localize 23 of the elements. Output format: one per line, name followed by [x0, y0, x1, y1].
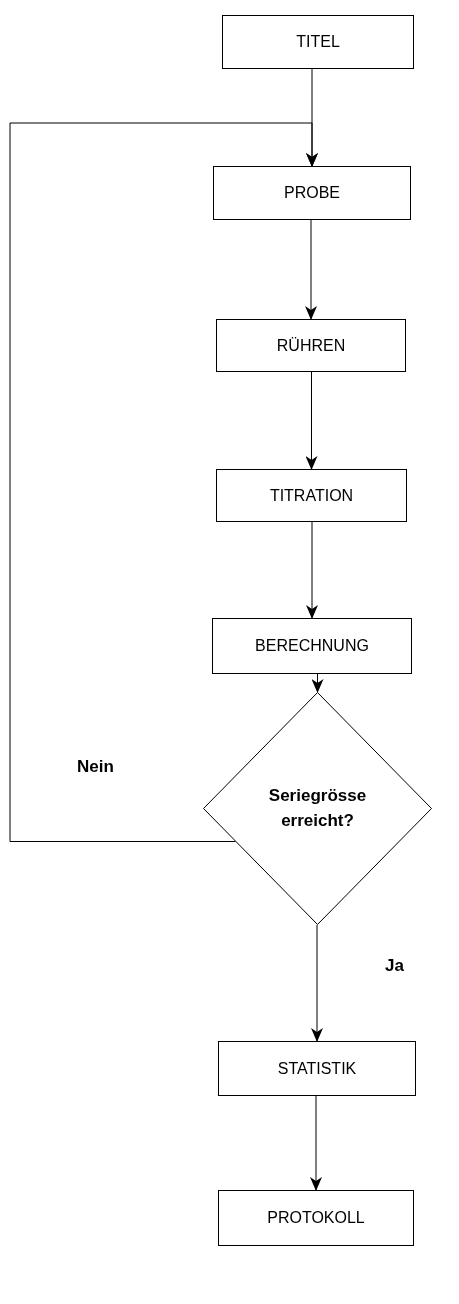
process-box	[212, 618, 412, 674]
node-label: BERECHNUNG	[255, 637, 369, 655]
node-label: STATISTIK	[277, 1059, 357, 1078]
arrow	[305, 371, 318, 470]
process-box	[213, 166, 411, 220]
arrow	[306, 521, 318, 619]
process-box	[222, 15, 414, 69]
node-label: TITRATION	[269, 486, 354, 505]
node-label: RÜHREN	[276, 336, 346, 355]
node-label: TITEL	[296, 33, 340, 51]
decision-diamond	[203, 692, 432, 925]
arrow	[311, 673, 324, 693]
arrow	[9, 122, 318, 842]
node-label: PROTOKOLL	[267, 1209, 365, 1227]
process-box	[218, 1041, 416, 1096]
arrow	[310, 1095, 322, 1191]
node-label: PROBE	[284, 184, 340, 202]
arrow	[305, 219, 317, 320]
process-box	[216, 319, 406, 372]
arrow	[311, 924, 323, 1042]
process-box	[218, 1190, 414, 1246]
process-box	[216, 469, 407, 522]
node-label: Seriegrösse erreicht?	[267, 784, 368, 832]
